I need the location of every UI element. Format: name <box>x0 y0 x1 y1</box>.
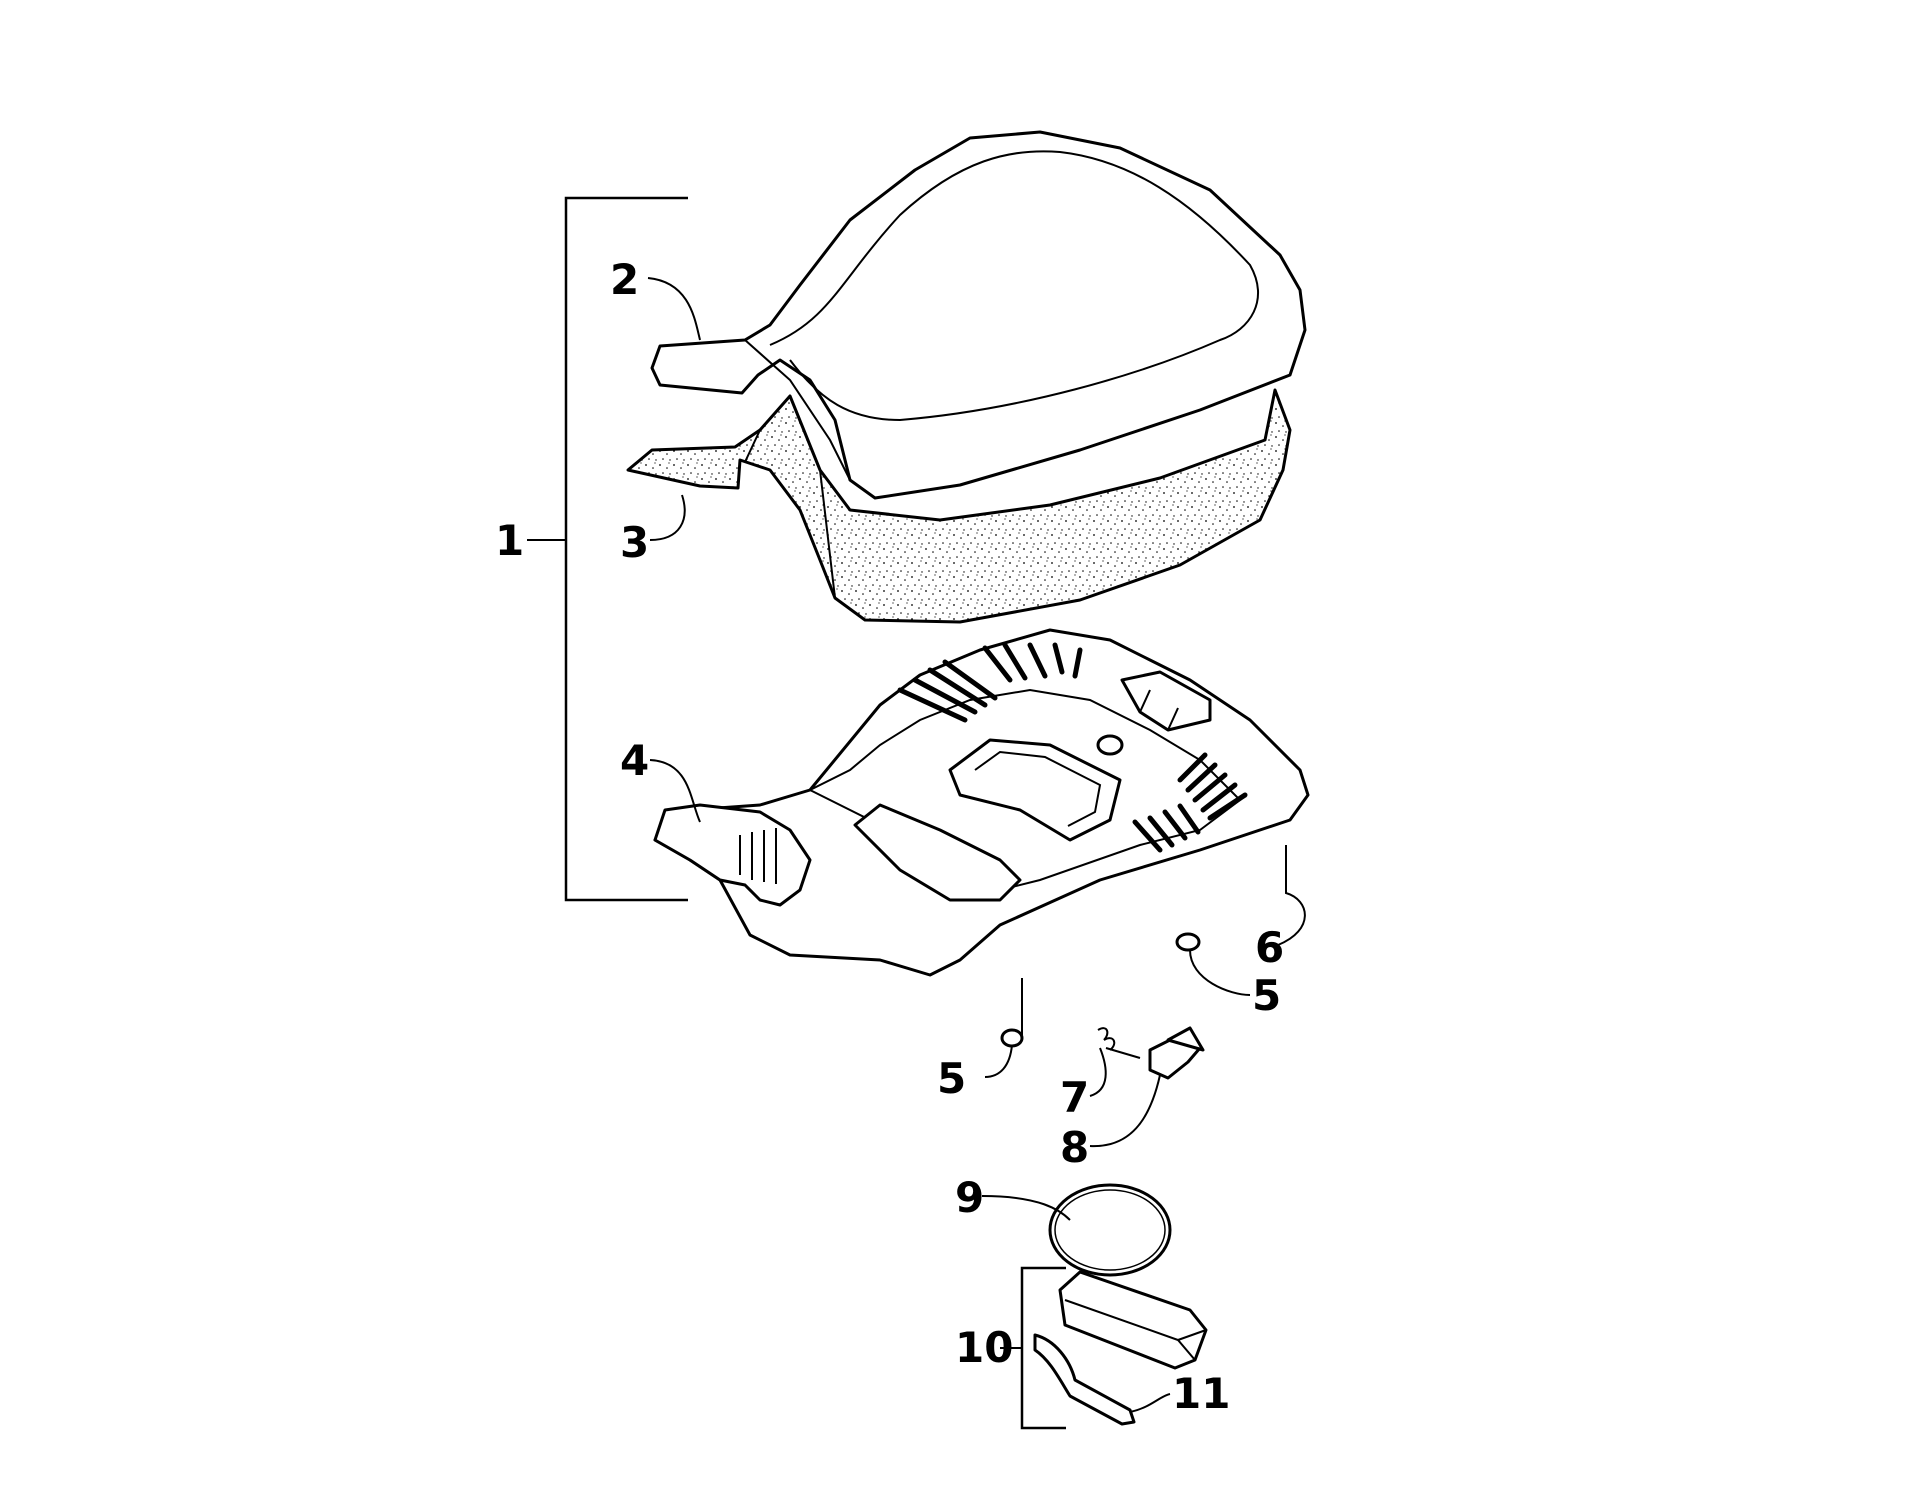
rib-9 <box>1072 647 1083 679</box>
rib-1 <box>897 687 968 723</box>
callout-7: 7 <box>1060 1073 1089 1122</box>
spanner-wrench-part <box>1033 1333 1136 1426</box>
rib-18 <box>1177 803 1201 835</box>
callout-6: 6 <box>1255 923 1284 972</box>
callout-9: 9 <box>955 1173 984 1222</box>
seat-base-part <box>653 628 1310 977</box>
seat-base-ribs <box>897 642 1248 853</box>
rib-6 <box>1002 642 1028 681</box>
latch-spring-part <box>1097 1027 1141 1059</box>
grommet-part-left <box>1000 1028 1024 1048</box>
callout-8: 8 <box>1060 1123 1089 1172</box>
rib-12 <box>1192 772 1228 803</box>
tool-kit-bracket-10 <box>1000 1266 1066 1430</box>
callout-2: 2 <box>610 255 639 304</box>
tool-pouch-part <box>1058 1270 1208 1370</box>
rib-13 <box>1200 782 1238 813</box>
rib-15 <box>1132 819 1163 853</box>
rib-4 <box>942 659 998 701</box>
callout-10: 10 <box>955 1323 1013 1372</box>
rib-2 <box>912 677 978 715</box>
latch-part <box>1148 1026 1205 1080</box>
rib-14 <box>1207 792 1248 821</box>
seat-cover-part <box>650 130 1307 500</box>
callout-5-left: 5 <box>937 1054 966 1103</box>
rib-5 <box>982 645 1013 683</box>
rib-3 <box>927 667 988 708</box>
grommet-part-right <box>1175 932 1201 952</box>
callout-1: 1 <box>495 516 524 565</box>
leader-lines <box>647 277 1306 1413</box>
rib-10 <box>1177 752 1208 783</box>
callout-11: 11 <box>1172 1369 1230 1418</box>
rib-16 <box>1147 815 1175 848</box>
callout-5-right: 5 <box>1252 971 1281 1020</box>
rib-11 <box>1185 762 1218 793</box>
seat-foam-part <box>626 388 1292 624</box>
callout-3: 3 <box>620 518 649 567</box>
o-ring-part <box>1048 1183 1172 1277</box>
callout-labels: 1 2 3 4 5 5 6 7 8 9 10 11 <box>495 255 1284 1418</box>
rib-17 <box>1162 809 1188 841</box>
assembly-bracket-1 <box>527 196 688 902</box>
rib-8 <box>1052 642 1065 675</box>
rib-7 <box>1027 642 1048 679</box>
callout-4: 4 <box>620 736 649 785</box>
